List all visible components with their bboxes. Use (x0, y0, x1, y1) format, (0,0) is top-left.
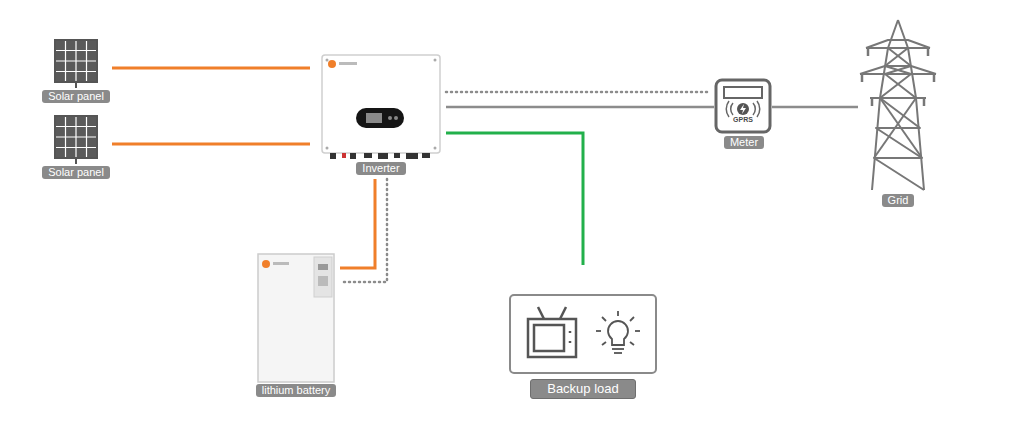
node-label: Meter (724, 136, 764, 149)
node-label: Inverter (356, 162, 405, 175)
solar-panel-node: Solar panel (40, 38, 112, 103)
connector-stroke (340, 179, 375, 268)
solar-panel-node: Solar panel (40, 114, 112, 179)
connector-stroke (112, 67, 310, 70)
power-connector (112, 68, 310, 69)
meter-icon (708, 78, 780, 136)
battery-node: lithium battery (250, 252, 342, 397)
power-connector (772, 107, 858, 108)
battery-icon (250, 252, 342, 384)
solar-panel-icon (40, 114, 112, 166)
node-label: Solar panel (42, 90, 110, 103)
power-connector (446, 133, 583, 265)
meter-node: Meter (708, 78, 780, 149)
connector-stroke (446, 106, 714, 109)
backup-load-node: Backup load (508, 293, 658, 399)
connector-stroke (772, 106, 858, 109)
node-label: Backup load (530, 379, 636, 399)
transmission-tower-node: Grid (852, 18, 944, 207)
power-connector (446, 92, 714, 107)
connector-stroke (446, 91, 708, 94)
solar-panel-icon (40, 38, 112, 90)
inverter-node: Inverter (318, 52, 444, 175)
meter-tag: GPRS (728, 116, 758, 123)
backup-load-icon (508, 293, 658, 375)
power-connector (112, 144, 310, 145)
inverter-icon (318, 52, 444, 162)
node-label: Solar panel (42, 166, 110, 179)
connector-stroke (112, 143, 310, 146)
node-label: Grid (882, 194, 915, 207)
power-connector (340, 179, 387, 282)
connector-stroke (340, 179, 387, 282)
connector-stroke (446, 133, 583, 265)
transmission-tower-icon (852, 18, 944, 194)
node-label: lithium battery (256, 384, 336, 397)
